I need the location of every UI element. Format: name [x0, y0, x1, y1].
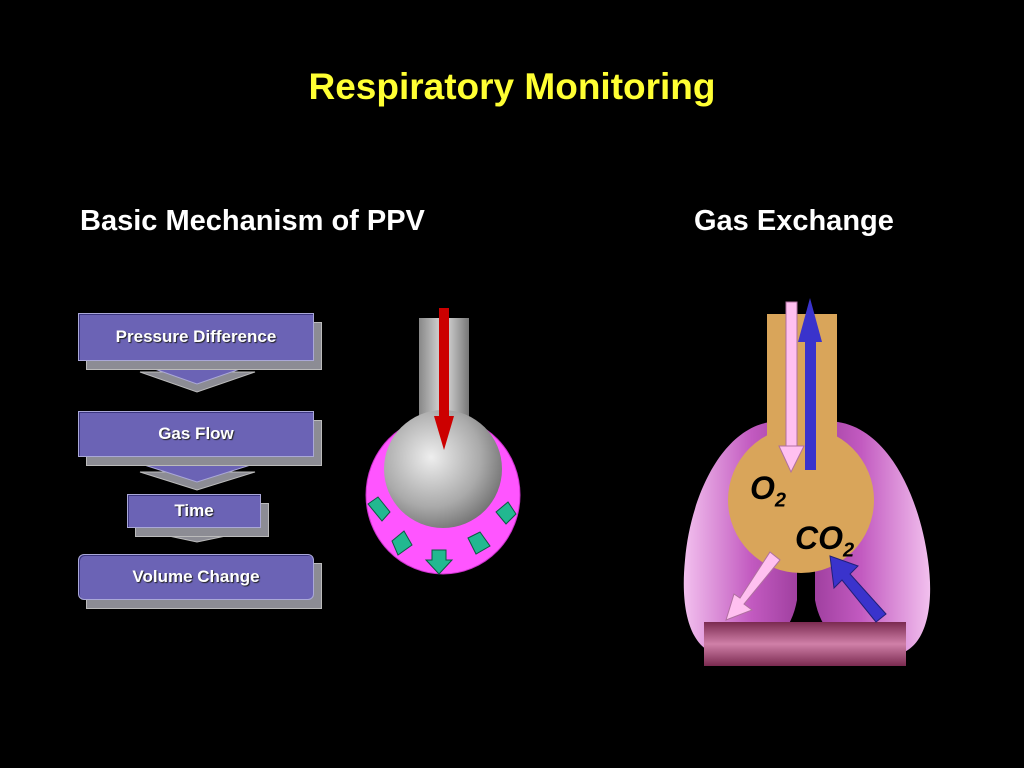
green-arrow-3 [424, 549, 454, 575]
capillary [704, 622, 906, 666]
step-pressure-difference: Pressure Difference [78, 313, 314, 361]
o2-inflow-arrow-shaft [785, 301, 798, 449]
gas-exchange-heading: Gas Exchange [694, 205, 894, 237]
step-volume-change: Volume Change [78, 554, 314, 600]
green-arrow-2 [391, 530, 413, 556]
green-arrow-4 [467, 531, 491, 555]
balloon-inner-sphere [384, 410, 502, 528]
co2-diffusion-arrow [829, 555, 887, 623]
co2-outflow-arrow-shaft [805, 340, 816, 470]
o2-diffusion-arrow [725, 551, 781, 621]
co2-outflow-arrow-head [798, 298, 822, 342]
step-gas-flow: Gas Flow [78, 411, 314, 457]
red-arrow-shaft [439, 308, 449, 418]
slide-title: Respiratory Monitoring [308, 66, 716, 107]
green-arrow-1 [367, 496, 391, 522]
oxygen-label: O2 [750, 470, 787, 512]
alveolus [728, 427, 874, 573]
carbon-dioxide-label: CO2 [795, 520, 855, 562]
red-arrow-head [434, 416, 454, 450]
o2-inflow-arrow-head [778, 445, 805, 474]
green-arrow-5 [495, 501, 517, 525]
ppv-heading: Basic Mechanism of PPV [80, 205, 425, 237]
step-time: Time [127, 494, 261, 528]
